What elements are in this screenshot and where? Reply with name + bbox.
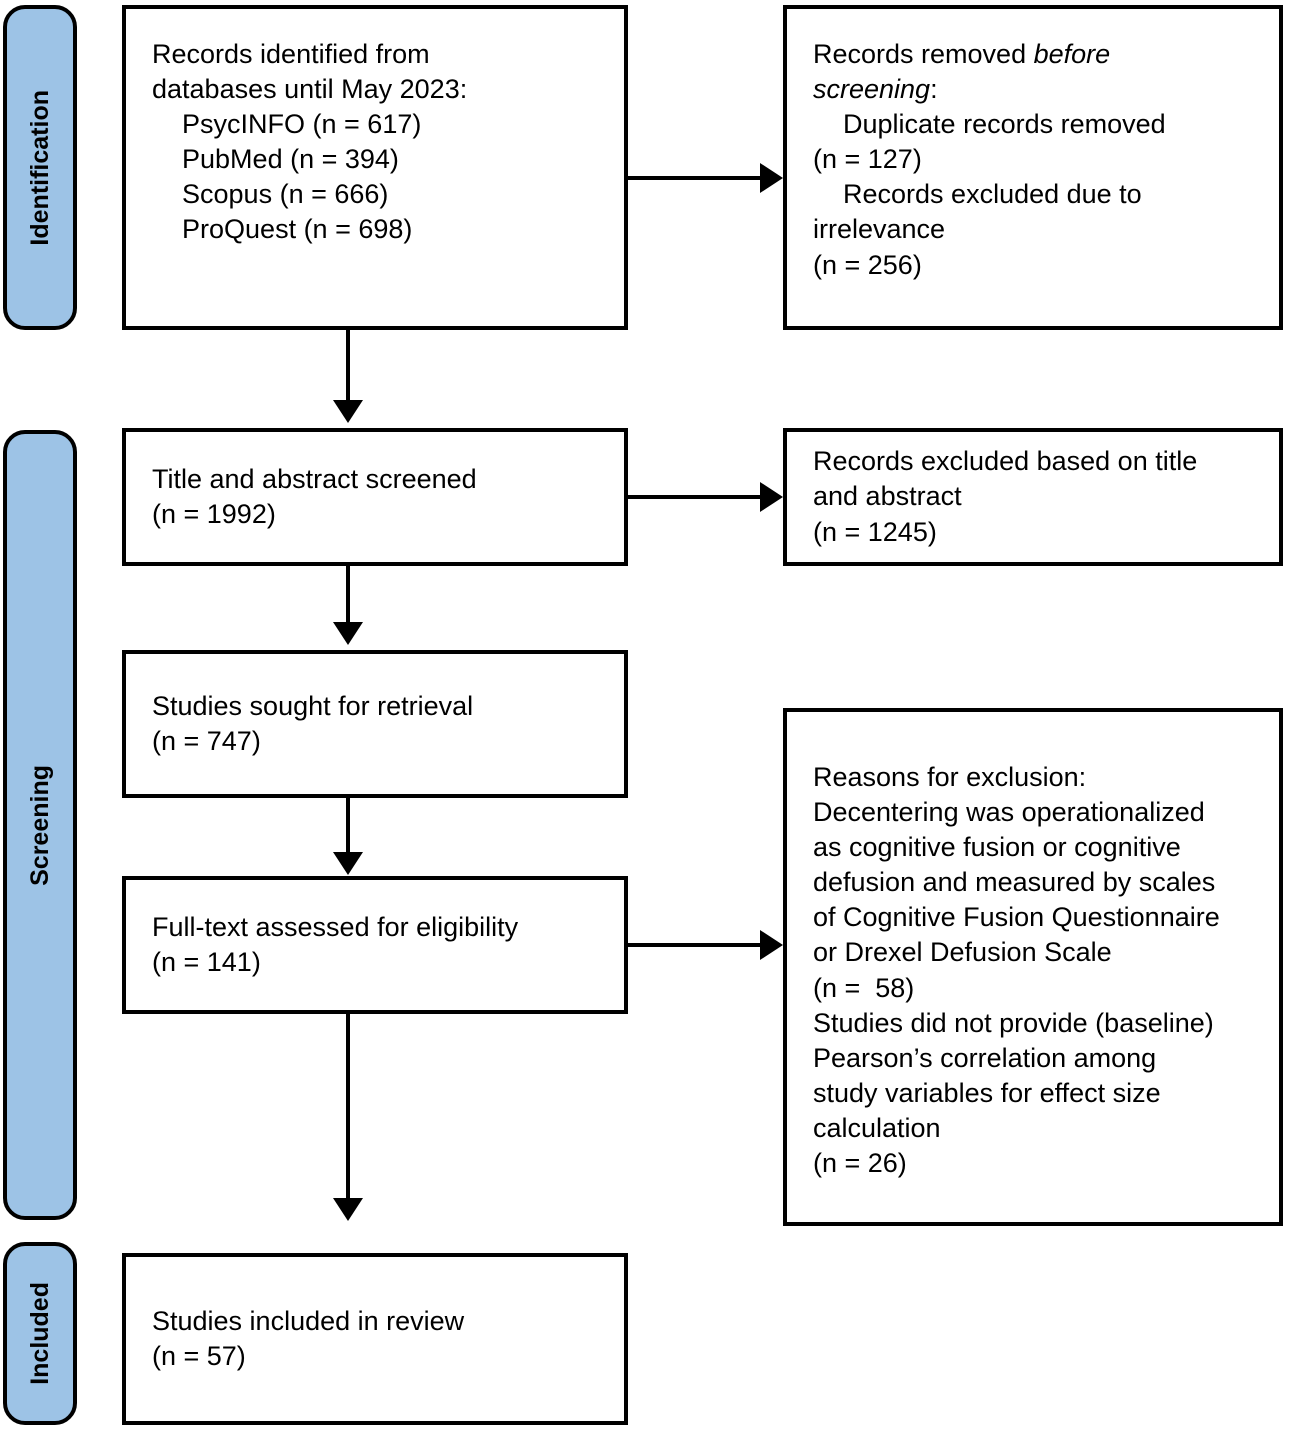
arrow-sought-to-fulltext-head (333, 852, 363, 875)
box-fulltext-assessed-text: Full-text assessed for eligibility (n = … (152, 911, 519, 977)
arrow-fulltext-to-included-line (346, 1014, 350, 1202)
arrow-identified-to-removed-head (760, 163, 783, 193)
box-title-abstract-screened-text: Title and abstract screened (n = 1992) (152, 463, 477, 529)
box-reasons-for-exclusion: Reasons for exclusion: Decentering was o… (783, 708, 1283, 1226)
phase-label-identification: Identification (25, 89, 54, 246)
box-records-removed-text: Records removed before screening: Duplica… (787, 9, 1279, 283)
arrow-identified-to-screened-line (346, 330, 350, 405)
arrow-screened-to-excluded-head (760, 482, 783, 512)
box-records-removed-before-screening: Records removed before screening: Duplica… (783, 5, 1283, 330)
box-fulltext-assessed: Full-text assessed for eligibility (n = … (122, 876, 628, 1014)
box-excluded-title-abstract-text: Records excluded based on title and abst… (813, 446, 1198, 547)
box-reasons-for-exclusion-text: Reasons for exclusion: Decentering was o… (813, 762, 1220, 1179)
arrow-screened-to-sought-head (333, 622, 363, 645)
arrow-identified-to-screened-head (333, 400, 363, 423)
removed-line1-plain: Records removed (813, 39, 1034, 69)
arrow-screened-to-excluded-line (628, 495, 766, 499)
phase-label-included: Included (25, 1282, 54, 1385)
arrow-fulltext-to-included-head (333, 1198, 363, 1221)
box-title-abstract-screened: Title and abstract screened (n = 1992) (122, 428, 628, 566)
removed-line2-plain: : (930, 74, 938, 105)
box-excluded-title-abstract: Records excluded based on title and abst… (783, 428, 1283, 566)
box-records-identified-text: Records identified from databases until … (152, 39, 468, 245)
box-studies-included-in-review: Studies included in review (n = 57) (122, 1253, 628, 1425)
phase-bar-included: Included (3, 1242, 77, 1425)
box-studies-sought-retrieval: Studies sought for retrieval (n = 747) (122, 650, 628, 798)
removed-rest: Duplicate records removed (n = 127) Reco… (813, 109, 1166, 280)
arrow-sought-to-fulltext-line (346, 798, 350, 856)
phase-bar-identification: Identification (3, 5, 77, 330)
removed-line2-italic: screening (813, 74, 931, 105)
arrow-fulltext-to-reasons-line (628, 943, 766, 947)
arrow-fulltext-to-reasons-head (760, 930, 783, 960)
box-records-identified: Records identified from databases until … (122, 5, 628, 330)
phase-bar-screening: Screening (3, 430, 77, 1220)
box-studies-sought-retrieval-text: Studies sought for retrieval (n = 747) (152, 690, 474, 756)
box-studies-included-in-review-text: Studies included in review (n = 57) (152, 1305, 465, 1371)
removed-line1-italic: before (1033, 39, 1111, 69)
arrow-identified-to-removed-line (628, 176, 766, 180)
phase-label-screening: Screening (25, 764, 54, 886)
arrow-screened-to-sought-line (346, 566, 350, 626)
